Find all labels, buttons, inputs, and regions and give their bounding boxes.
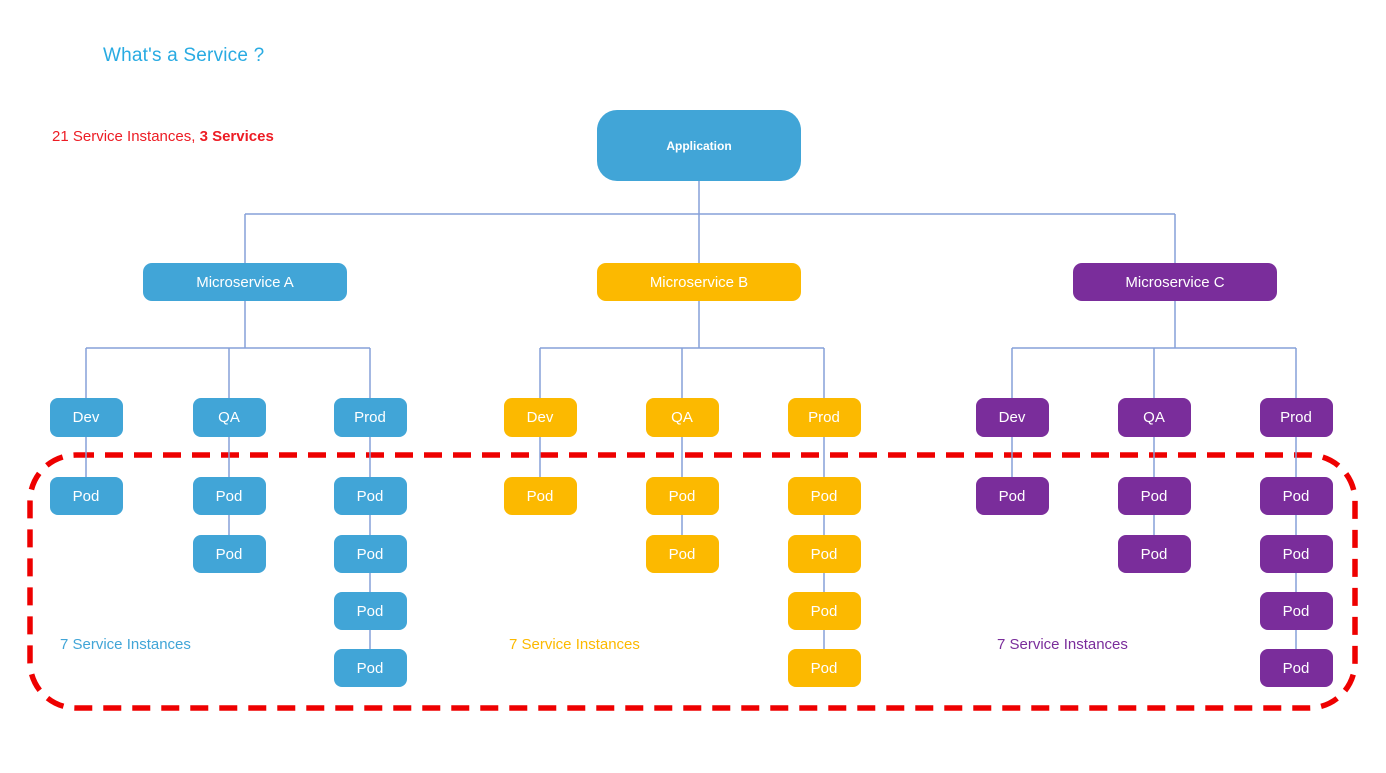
pod-node-microservice-b-prod-2: Pod [787,535,861,573]
pod-node-microservice-b-prod-4: Pod [787,649,861,687]
env-node-microservice-a-prod: Prod [333,398,407,437]
pod-node-microservice-c-prod-2: Pod [1259,535,1333,573]
pod-node-microservice-a-prod-2: Pod [333,535,407,573]
pod-node-microservice-b-prod-3: Pod [787,592,861,630]
service-node-microservice-c: Microservice C [1073,263,1277,301]
pod-node-microservice-a-qa-1: Pod [192,477,266,515]
page-title: What's a Service ? [103,45,265,66]
env-node-microservice-a-qa: QA [192,398,266,437]
env-node-microservice-a-dev: Dev [49,398,123,437]
pod-node-microservice-b-dev-1: Pod [503,477,577,515]
env-node-microservice-b-qa: QA [645,398,719,437]
pod-node-microservice-a-prod-4: Pod [333,649,407,687]
pods-group-dashed-border [27,452,1358,711]
pod-node-microservice-c-qa-1: Pod [1117,477,1191,515]
env-node-microservice-c-qa: QA [1117,398,1191,437]
pod-node-microservice-c-prod-4: Pod [1259,649,1333,687]
pod-node-microservice-b-qa-2: Pod [645,535,719,573]
env-node-microservice-b-prod: Prod [787,398,861,437]
application-node: Application [597,110,801,181]
env-node-microservice-b-dev: Dev [503,398,577,437]
pod-node-microservice-c-dev-1: Pod [975,477,1049,515]
pod-node-microservice-c-prod-1: Pod [1259,477,1333,515]
summary-instances-count: 21 Service Instances, [52,128,200,145]
pod-node-microservice-b-qa-1: Pod [645,477,719,515]
env-node-microservice-c-prod: Prod [1259,398,1333,437]
service-node-microservice-a: Microservice A [143,263,347,301]
pod-node-microservice-c-prod-3: Pod [1259,592,1333,630]
pod-node-microservice-a-qa-2: Pod [192,535,266,573]
pod-node-microservice-c-qa-2: Pod [1117,535,1191,573]
service-instances-label-microservice-a: 7 Service Instances [60,636,191,653]
service-instances-label-microservice-c: 7 Service Instances [997,636,1128,653]
pod-node-microservice-a-prod-3: Pod [333,592,407,630]
service-instances-label-microservice-b: 7 Service Instances [509,636,640,653]
pod-node-microservice-b-prod-1: Pod [787,477,861,515]
env-node-microservice-c-dev: Dev [975,398,1049,437]
service-node-microservice-b: Microservice B [597,263,801,301]
summary-services-count: 3 Services [199,128,274,145]
summary-text: 21 Service Instances, 3 Services [52,128,274,145]
pod-node-microservice-a-dev-1: Pod [49,477,123,515]
pod-node-microservice-a-prod-1: Pod [333,477,407,515]
